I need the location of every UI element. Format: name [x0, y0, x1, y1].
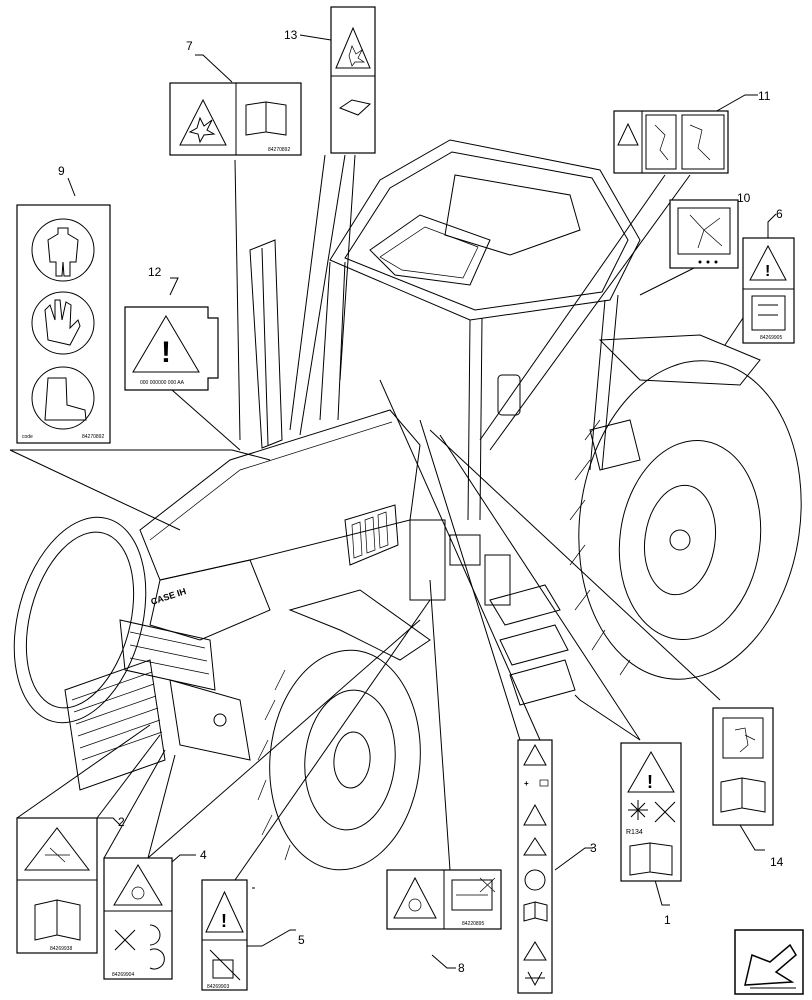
warning-triangle-icon	[617, 122, 639, 146]
crush-hazard-icon	[751, 295, 786, 331]
svg-text:code: code	[22, 434, 33, 440]
callout-numbers: 1 2 3 4 5 6 7 8 9 10 11 12 13 14	[58, 28, 784, 975]
decal-13	[330, 6, 376, 154]
decal-1: ! R134	[620, 742, 682, 882]
decal-11	[613, 110, 729, 174]
decals: 84270892 code 84270892 ! 000 0	[16, 6, 795, 994]
decal-6-code: 84269905	[760, 335, 782, 341]
decal-8-code: 84220895	[462, 921, 484, 927]
svg-text:!: !	[765, 263, 770, 280]
callout-6: 6	[776, 207, 783, 221]
decal-10	[669, 199, 739, 269]
decal-12: ! 000 000000 000 AA	[124, 306, 219, 391]
svg-text:+: +	[524, 779, 529, 788]
decal-9: code 84270892	[16, 204, 111, 444]
warning-triangle-icon	[179, 98, 227, 146]
callout-7: 7	[186, 39, 193, 53]
decal-6: ! 84269905	[742, 237, 795, 344]
warning-triangle-icon	[749, 244, 787, 281]
refrigerant-label: R134	[626, 829, 643, 836]
callout-5: 5	[298, 933, 305, 947]
decal-4: 84269904	[103, 857, 173, 980]
decal-9-code: 84270892	[82, 434, 104, 440]
callout-10: 10	[737, 191, 751, 205]
callout-8: 8	[458, 961, 465, 975]
decal-7: 84270892	[169, 82, 302, 156]
warning-triangle-icon	[627, 750, 675, 793]
operator-icon	[524, 869, 546, 891]
page-forward-arrow-icon[interactable]	[734, 929, 804, 995]
warning-triangle-icon	[23, 827, 91, 871]
warning-triangle-icon	[113, 864, 163, 906]
manual-book-icon	[720, 777, 766, 813]
leader-line-1	[574, 694, 641, 741]
callout-9: 9	[58, 164, 65, 178]
manual-book-icon	[629, 842, 673, 876]
callout-4: 4	[200, 848, 207, 862]
decal-3: +	[517, 739, 553, 994]
warning-triangle-icon	[523, 837, 547, 856]
warning-triangle-icon	[132, 315, 200, 373]
safety-boot-icon	[44, 377, 87, 421]
window-break-icon	[677, 207, 731, 255]
decal-4-code: 84269904	[112, 972, 134, 978]
decal-2: 84269938	[16, 817, 98, 954]
decal-5: ! 84269903	[201, 879, 248, 991]
warning-triangle-icon	[205, 890, 244, 933]
callout-1: 1	[664, 913, 671, 927]
manual-book-icon	[338, 99, 372, 116]
svg-text:!: !	[647, 772, 653, 792]
manual-book-icon	[34, 899, 81, 941]
manual-book-icon	[523, 901, 548, 922]
warning-triangle-icon	[523, 941, 547, 961]
callout-2: 2	[118, 815, 125, 829]
emergency-exit-icon	[722, 717, 764, 759]
entanglement-icon	[45, 847, 70, 863]
no-hands-icon	[209, 949, 241, 981]
brand-badge-text: CASE IH	[150, 586, 188, 607]
tools-icon	[654, 801, 676, 823]
runover-icon	[408, 898, 422, 912]
warning-triangle-icon	[523, 803, 547, 826]
gloves-icon	[44, 299, 81, 346]
callout-12: 12	[148, 265, 162, 279]
decal-2-code: 84269938	[50, 946, 72, 952]
explosion-icon	[348, 45, 366, 67]
no-entry-icon	[451, 879, 493, 911]
callout-14: 14	[770, 855, 784, 869]
rotating-parts-icon	[114, 929, 136, 951]
decal-12-code: 000 000000 000 AA	[140, 380, 185, 386]
callout-13: 13	[284, 28, 298, 42]
svg-text:!: !	[221, 911, 227, 931]
explosion-icon	[188, 116, 216, 144]
coverall-icon	[47, 227, 79, 277]
decal-5-code: 84269903	[207, 984, 229, 990]
manual-book-icon	[245, 101, 287, 136]
snowflake-icon	[628, 800, 648, 820]
callout-11: 11	[758, 89, 771, 103]
svg-text:!: !	[161, 336, 171, 369]
cab-exit-icon	[645, 114, 677, 170]
decal-7-code: 84270892	[268, 147, 290, 153]
warning-triangle-icon	[335, 26, 371, 69]
decal-14	[712, 707, 774, 826]
warning-triangle-icon	[393, 876, 437, 919]
warning-triangle-icon	[523, 743, 547, 766]
decal-8: 84220895	[386, 869, 502, 930]
callout-3: 3	[590, 841, 597, 855]
fan-hazard-icon	[131, 886, 145, 900]
